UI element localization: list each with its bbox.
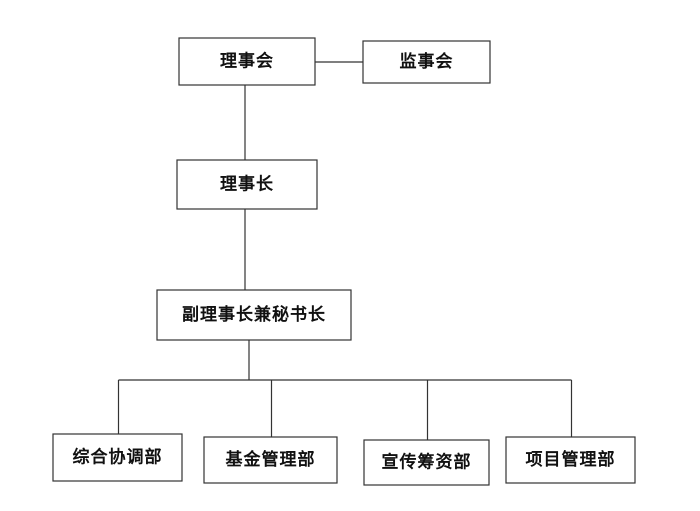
- node-box-project-management-dept: [505, 436, 636, 484]
- node-label-supervisors: 监事会: [400, 51, 454, 72]
- node-box-coordination-dept: [52, 433, 183, 482]
- node-vice-chair-secretary: 副理事长兼秘书长: [156, 289, 352, 341]
- node-fund-management-dept: 基金管理部: [203, 436, 338, 484]
- node-label-council: 理事会: [220, 51, 274, 72]
- node-project-management-dept: 项目管理部: [505, 436, 636, 484]
- node-council: 理事会: [178, 37, 316, 86]
- node-coordination-dept: 综合协调部: [52, 433, 183, 482]
- node-box-chairman: [176, 159, 318, 210]
- connector-lines: [117, 61, 573, 440]
- node-box-publicity-fundraising-dept: [363, 439, 490, 486]
- node-label-project-management-dept: 项目管理部: [526, 449, 616, 470]
- node-label-publicity-fundraising-dept: 宣传筹资部: [382, 452, 472, 473]
- node-box-vice-chair-secretary: [156, 289, 352, 341]
- node-label-chairman: 理事长: [220, 174, 274, 195]
- node-label-fund-management-dept: 基金管理部: [225, 449, 316, 470]
- node-box-fund-management-dept: [203, 436, 338, 484]
- node-label-vice-chair-secretary: 副理事长兼秘书长: [182, 304, 326, 325]
- node-label-coordination-dept: 综合协调部: [73, 447, 163, 468]
- node-chairman: 理事长: [176, 159, 318, 210]
- node-publicity-fundraising-dept: 宣传筹资部: [363, 439, 490, 486]
- node-box-council: [178, 37, 316, 86]
- node-box-supervisors: [362, 40, 491, 84]
- node-supervisors: 监事会: [362, 40, 491, 84]
